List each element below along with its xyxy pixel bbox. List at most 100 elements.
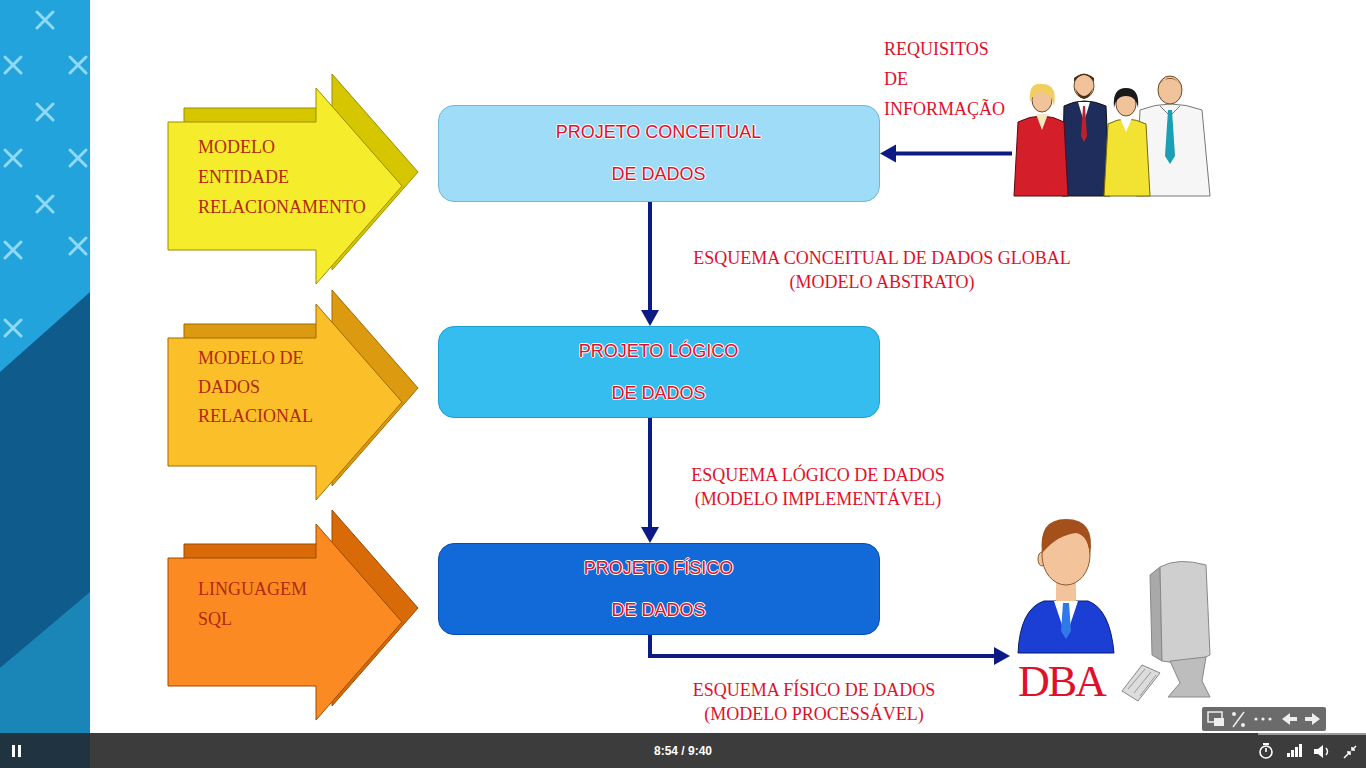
flow-connector — [650, 635, 1010, 665]
model-name: MODELO DE DADOS RELACIONAL — [198, 344, 313, 431]
stakeholder-group: REQUISITOS DE INFORMAÇÃO — [1012, 66, 1212, 196]
arrow-face — [168, 304, 402, 500]
flow-connector — [641, 202, 659, 326]
player-bar-part — [12, 745, 15, 757]
flow-connector — [641, 418, 659, 543]
role-label: DBA — [1018, 660, 1105, 704]
person-tie — [1165, 110, 1175, 164]
arrow-face — [168, 524, 402, 720]
edge-label: ESQUEMA CONCEITUAL DE DADOS GLOBAL (MODE… — [672, 246, 1092, 295]
side-stripe-part — [0, 592, 90, 733]
arrow-head — [880, 145, 896, 163]
model-arrow: LINGUAGEM SQL — [168, 508, 420, 726]
monitor-stand — [1168, 657, 1210, 697]
person-tie — [1081, 106, 1087, 142]
edge-label: ESQUEMA LÓGICO DE DADOS (MODELO IMPLEMEN… — [668, 463, 968, 512]
arrow-head — [641, 310, 659, 326]
player-toolbar-part — [1254, 717, 1257, 720]
person-hair — [1158, 78, 1182, 86]
person-body — [1018, 601, 1114, 653]
side-stripe-part-part — [37, 104, 53, 120]
flow-connector — [880, 145, 1012, 163]
player-toolbar-part — [1232, 712, 1236, 716]
person-blouse — [1036, 114, 1048, 130]
player-bar-part — [1263, 743, 1269, 745]
side-stripe-part-part — [5, 320, 21, 336]
box-title: PROJETO FÍSICO DE DADOS — [576, 547, 741, 631]
box-title: PROJETO CONCEITUAL DE DADOS — [549, 111, 769, 195]
person-hair — [1074, 74, 1094, 82]
player-bar-part — [1326, 748, 1328, 755]
player-bar-part — [0, 733, 1366, 768]
connector-line — [648, 418, 652, 529]
player-bar — [0, 733, 1366, 768]
side-stripe-part-part — [70, 57, 86, 73]
player-bar-part — [1260, 746, 1272, 758]
player-bar-part — [1299, 744, 1302, 757]
side-stripe-part-part — [5, 57, 21, 73]
connector-line — [648, 202, 652, 312]
player-toolbar-part — [1214, 718, 1224, 726]
person-hair — [1114, 88, 1139, 108]
player-toolbar-part — [1282, 713, 1297, 725]
arrow-face — [168, 88, 402, 284]
player-bar-part — [1258, 733, 1366, 735]
arrow-head — [994, 647, 1010, 665]
player-bar-part — [0, 733, 90, 768]
connector-line — [894, 152, 1012, 156]
person-beard — [1075, 88, 1093, 99]
people-figure — [1012, 66, 1212, 196]
player-bar-part — [1314, 745, 1323, 758]
arrow-head — [641, 527, 659, 543]
player-bar-part — [1287, 753, 1290, 757]
side-stripe-part — [0, 0, 90, 733]
person-body — [1062, 101, 1110, 196]
box-title: PROJETO LÓGICO DE DADOS — [571, 330, 747, 414]
side-stripe-part — [0, 292, 90, 733]
player-toolbar-part — [1305, 713, 1320, 725]
side-stripe-part-part — [5, 150, 21, 166]
player-toolbar-part — [1268, 717, 1271, 720]
side-stripe-part-part — [37, 196, 53, 212]
keyboard — [1122, 665, 1160, 701]
side-stripe-part-part — [70, 238, 86, 254]
connector-line — [650, 635, 996, 656]
player-time: 8:54 / 9:40 — [600, 744, 766, 758]
player-toolbar-part — [1261, 717, 1264, 720]
monitor-body — [1160, 561, 1210, 663]
person-hair — [1042, 519, 1092, 555]
person-head — [1074, 74, 1094, 98]
process-box: PROJETO FÍSICO DE DADOS — [438, 543, 880, 635]
player-bar-part — [1265, 748, 1267, 752]
person-blouse — [1120, 118, 1132, 132]
player-bar-part — [1291, 750, 1294, 757]
person-head — [1158, 76, 1182, 104]
process-box: PROJETO LÓGICO DE DADOS — [438, 326, 880, 418]
requirements-label: REQUISITOS DE INFORMAÇÃO — [884, 34, 1005, 124]
player-toolbar-part — [1233, 712, 1244, 727]
model-arrow: MODELO ENTIDADE RELACIONAMENTO — [168, 72, 420, 290]
process-box: PROJETO CONCEITUAL DE DADOS — [438, 105, 880, 202]
player-toolbar-part — [1241, 723, 1245, 727]
player-toolbar-part — [1202, 707, 1326, 731]
side-stripe-part-part — [5, 242, 21, 258]
player-bar-part — [18, 745, 21, 757]
person-tie — [1061, 603, 1071, 639]
player-bar-part — [1344, 746, 1356, 758]
person-hair — [1030, 84, 1055, 106]
person-body — [1014, 116, 1068, 196]
player-toolbar — [1202, 707, 1326, 731]
side-stripe-part-part — [70, 150, 86, 166]
model-arrow: MODELO DE DADOS RELACIONAL — [168, 288, 420, 506]
keyboard-keys — [1128, 669, 1156, 696]
person-body — [1104, 119, 1150, 196]
player-bar-part — [1295, 747, 1298, 757]
dba-figure: DBA — [1010, 505, 1215, 705]
side-stripe — [0, 0, 90, 733]
edge-label: ESQUEMA FÍSICO DE DADOS (MODELO PROCESSÁ… — [664, 678, 964, 727]
model-name: LINGUAGEM SQL — [198, 574, 307, 634]
model-name: MODELO ENTIDADE RELACIONAMENTO — [198, 132, 366, 222]
side-stripe-part — [5, 12, 86, 336]
side-stripe-part-part — [37, 12, 53, 28]
